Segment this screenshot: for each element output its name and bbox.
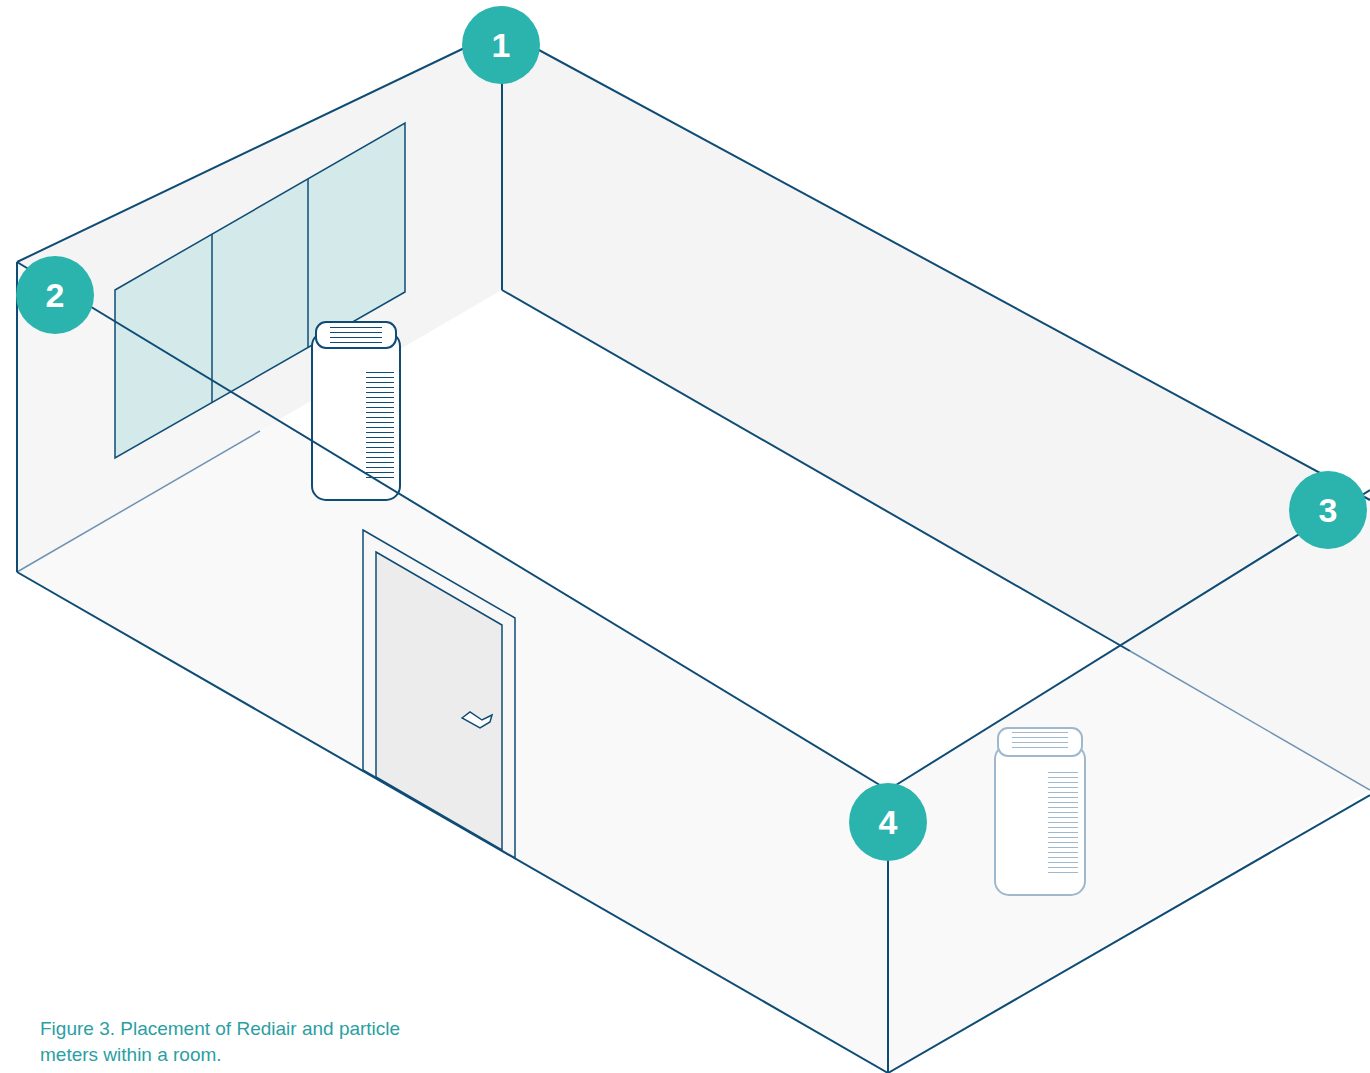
room-edges [17,30,1370,1073]
callout-number: 2 [46,278,65,312]
callout-number: 3 [1319,493,1338,527]
callout-circle: 3 [1289,471,1367,549]
air-purifier [312,322,400,500]
hidden-edges [17,431,1370,790]
callout-circle: 4 [849,783,927,861]
callout-number: 1 [492,28,511,62]
air-purifier-ghost [995,728,1085,895]
callout-number: 4 [879,805,898,839]
figure-caption: Figure 3. Placement of Rediair and parti… [40,1016,460,1068]
callout-circle: 1 [462,6,540,84]
callout-circle: 2 [16,256,94,334]
door [363,530,515,858]
right-wall [888,490,1370,1073]
caption-text: Figure 3. Placement of Rediair and parti… [40,1018,400,1065]
